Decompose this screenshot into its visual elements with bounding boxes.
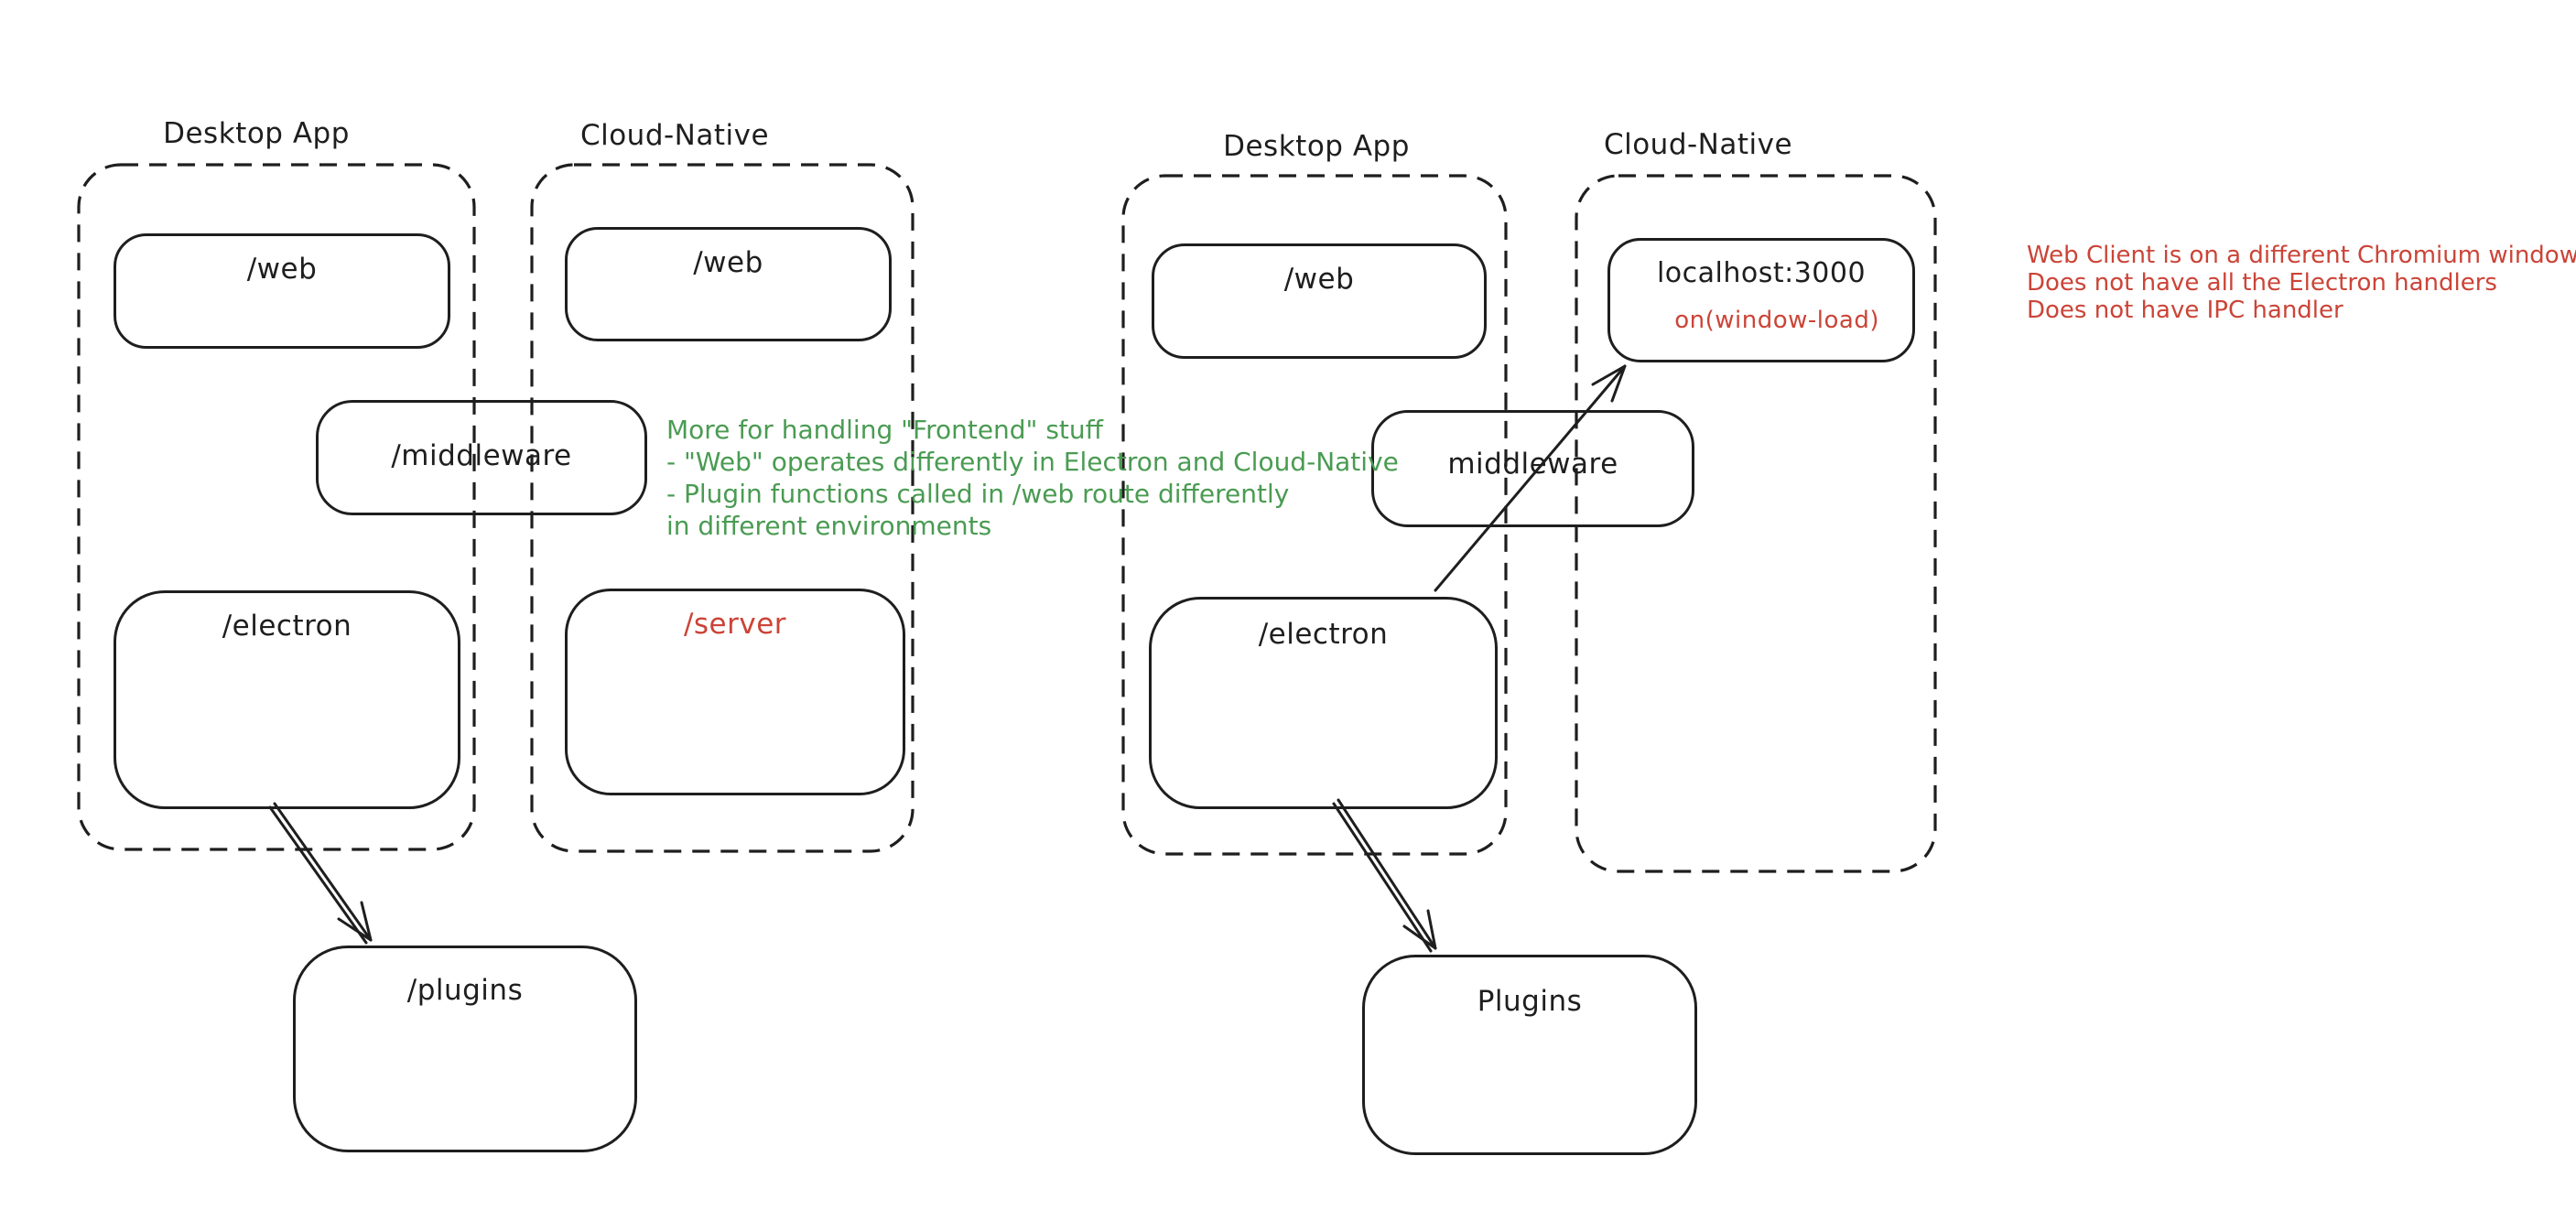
frame-title-cloud-native-right[interactable]: Cloud-Native bbox=[1603, 128, 1793, 161]
node-plugins-right[interactable]: Plugins bbox=[1362, 955, 1697, 1155]
node-web-cloud-left-label: /web bbox=[693, 246, 763, 279]
green-annotation-note[interactable]: More for handling "Frontend" stuff - "We… bbox=[666, 414, 1399, 542]
red-note-line-3: Does not have IPC handler bbox=[2027, 297, 2343, 324]
node-web-cloud-left[interactable]: /web bbox=[565, 227, 892, 341]
red-note-line-1: Web Client is on a different Chromium wi… bbox=[2027, 242, 2576, 269]
node-middleware-right[interactable]: middleware bbox=[1371, 410, 1694, 527]
green-note-line-4: in different environments bbox=[666, 511, 992, 541]
node-server-label: /server bbox=[683, 608, 787, 641]
green-note-line-2: - "Web" operates differently in Electron… bbox=[666, 447, 1399, 477]
node-middleware-left[interactable]: /middleware bbox=[316, 400, 647, 515]
node-web-desktop-right-label: /web bbox=[1283, 263, 1355, 296]
node-electron-left[interactable]: /electron bbox=[114, 590, 460, 809]
red-note-line-2: Does not have all the Electron handlers bbox=[2027, 269, 2497, 297]
red-annotation-note[interactable]: Web Client is on a different Chromium wi… bbox=[2027, 242, 2576, 324]
frame-title-desktop-app-right[interactable]: Desktop App bbox=[1223, 130, 1410, 163]
node-window-load-label: on(window-load) bbox=[1674, 307, 1879, 334]
node-middleware-right-label: middleware bbox=[1447, 448, 1618, 481]
node-electron-right-label: /electron bbox=[1258, 618, 1389, 651]
node-plugins-right-label: Plugins bbox=[1477, 985, 1583, 1018]
node-web-desktop-left[interactable]: /web bbox=[114, 233, 450, 349]
green-note-line-1: More for handling "Frontend" stuff bbox=[666, 415, 1103, 445]
frame-title-cloud-native-left[interactable]: Cloud-Native bbox=[579, 119, 770, 152]
node-electron-right[interactable]: /electron bbox=[1149, 597, 1498, 809]
node-plugins-left-label: /plugins bbox=[406, 974, 524, 1007]
node-web-desktop-left-label: /web bbox=[246, 253, 318, 286]
node-plugins-left[interactable]: /plugins bbox=[293, 946, 637, 1152]
green-note-line-3: - Plugin functions called in /web route … bbox=[666, 479, 1290, 509]
frame-cloud-native-left[interactable] bbox=[530, 163, 915, 853]
frame-title-desktop-app-left[interactable]: Desktop App bbox=[163, 117, 350, 150]
node-electron-left-label: /electron bbox=[222, 610, 352, 643]
node-server[interactable]: /server bbox=[565, 589, 905, 795]
node-web-desktop-right[interactable]: /web bbox=[1152, 243, 1487, 359]
node-middleware-left-label: /middleware bbox=[391, 439, 572, 472]
node-localhost-3000-label: localhost:3000 bbox=[1656, 257, 1867, 289]
node-localhost-3000[interactable]: localhost:3000 on(window-load) bbox=[1607, 238, 1915, 362]
